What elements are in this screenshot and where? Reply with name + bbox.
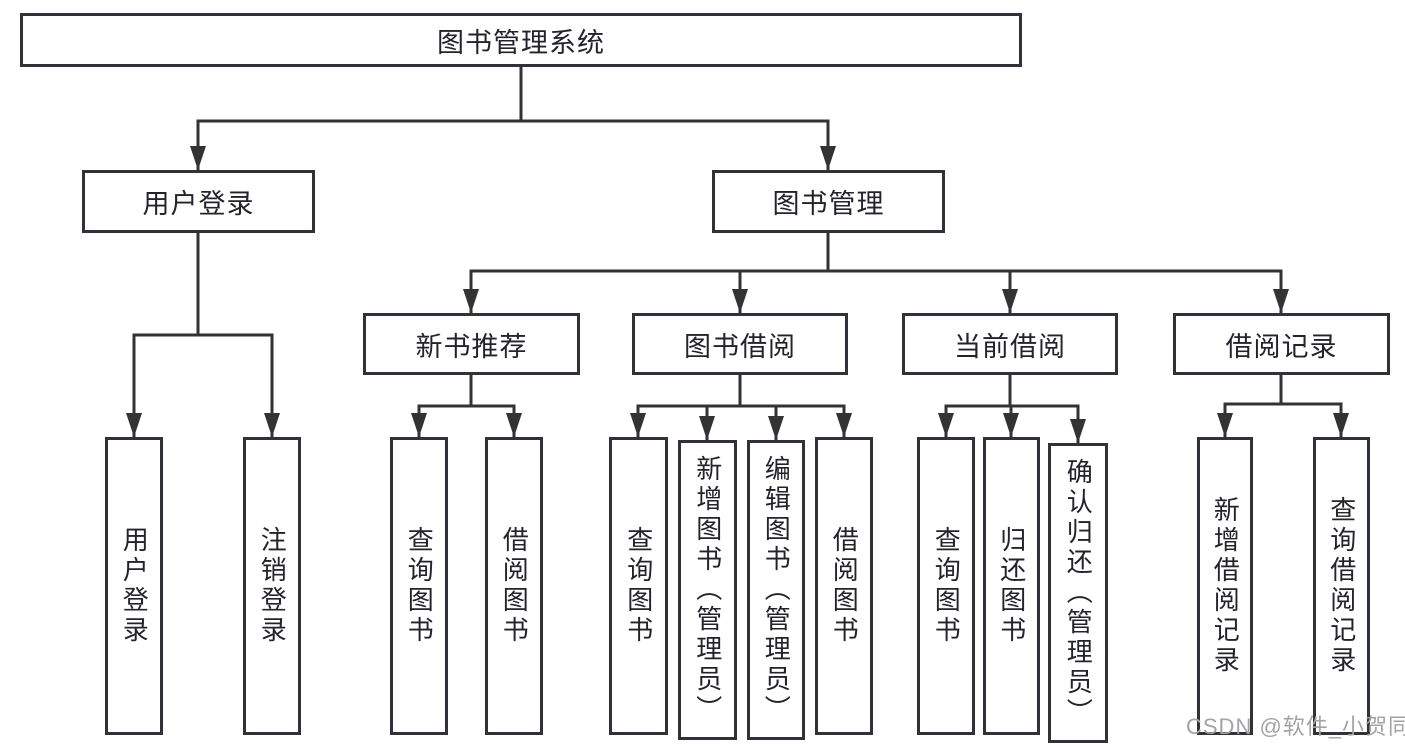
leaf-label: 查询图书	[623, 526, 654, 646]
csdn-watermark: CSDN @软件_小贺同学	[1186, 714, 1405, 739]
leaf-label: 查询借阅记录	[1326, 496, 1357, 676]
leaf-user-login: 用户登录	[105, 437, 163, 735]
leaf-label: 新增借阅记录	[1210, 496, 1241, 676]
leaf-add-borrow-record: 新增借阅记录	[1197, 437, 1253, 735]
leaf-borrow-books-recommend: 借阅图书	[485, 437, 543, 735]
leaf-label: 注销登录	[257, 526, 288, 646]
leaf-label: 查询图书	[404, 526, 435, 646]
node-root-system: 图书管理系统	[20, 13, 1022, 67]
leaf-label: 用户登录	[119, 526, 150, 646]
leaf-confirm-return-admin: 确认归还（管理员）	[1048, 443, 1108, 743]
node-user-login: 用户登录	[82, 170, 315, 233]
leaf-query-books-borrow: 查询图书	[609, 437, 668, 735]
node-book-management: 图书管理	[712, 170, 945, 233]
leaf-edit-books-admin: 编辑图书（管理员）	[747, 440, 805, 740]
node-book-borrow: 图书借阅	[632, 313, 848, 375]
leaf-label: 编辑图书（管理员）	[761, 455, 792, 725]
node-current-borrow: 当前借阅	[902, 313, 1118, 375]
leaf-return-books: 归还图书	[983, 437, 1040, 735]
leaf-logout: 注销登录	[243, 437, 301, 735]
leaf-add-books-admin: 新增图书（管理员）	[678, 440, 737, 740]
leaf-label: 确认归还（管理员）	[1063, 458, 1094, 728]
arrowhead-icons	[126, 146, 1349, 443]
leaf-query-borrow-record: 查询借阅记录	[1313, 437, 1370, 735]
leaf-label: 查询图书	[931, 526, 962, 646]
leaf-label: 新增图书（管理员）	[692, 455, 723, 725]
leaf-borrow-books: 借阅图书	[815, 437, 873, 735]
node-borrow-records: 借阅记录	[1173, 313, 1390, 375]
node-new-book-recommend: 新书推荐	[363, 313, 580, 375]
leaf-label: 归还图书	[996, 526, 1027, 646]
leaf-query-books-recommend: 查询图书	[390, 437, 448, 735]
leaf-label: 借阅图书	[829, 526, 860, 646]
leaf-label: 借阅图书	[499, 526, 530, 646]
leaf-query-books-current: 查询图书	[917, 437, 975, 735]
